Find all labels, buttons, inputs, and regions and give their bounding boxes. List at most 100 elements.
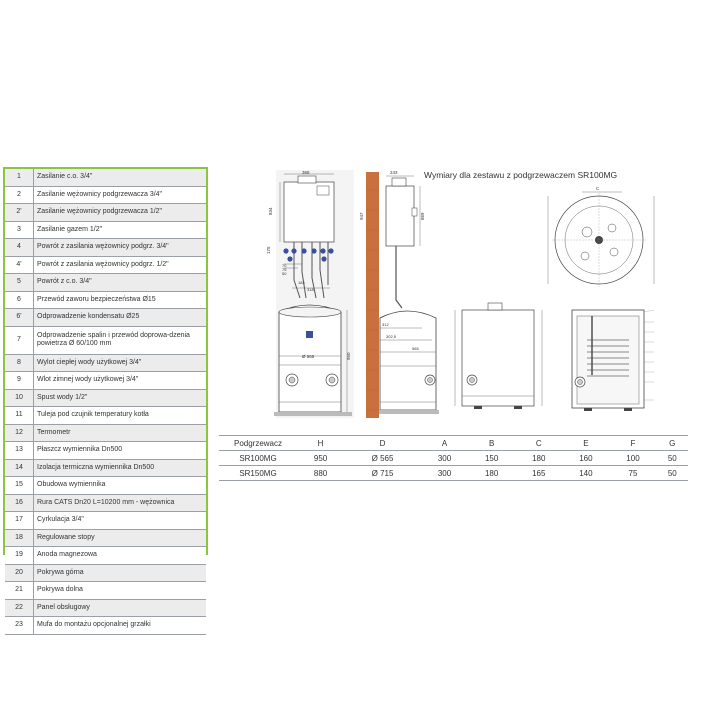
legend-text: Regulowane stopy <box>33 529 206 547</box>
front-height-label: 834 <box>268 207 273 215</box>
dimensions-cell: 180 <box>468 465 516 481</box>
front-diameter-label: Ø 565 <box>302 354 315 359</box>
side-dim-3: 565 <box>412 346 419 351</box>
dimensions-header-cell: F <box>609 435 657 451</box>
legend-row: 4'Powrót z zasilania wężownicy podgrz. 1… <box>5 256 206 274</box>
legend-text: Odprowadzenie spalin i przewód doprowa-d… <box>33 326 206 355</box>
legend-number: 19 <box>5 546 34 565</box>
legend-text: Płaszcz wymiennika Dn500 <box>33 441 206 460</box>
legend-number: 4' <box>5 256 34 274</box>
dimensions-header-cell: H <box>297 435 345 451</box>
front-dim-4: 318 <box>307 287 314 292</box>
legend-text: Odprowadzenie kondensatu Ø25 <box>33 308 206 327</box>
dimensions-header-cell: B <box>468 435 516 451</box>
legend-text: Zasilanie wężownicy podgrzewacza 3/4" <box>33 186 206 204</box>
dimensions-cell: 100 <box>609 450 657 466</box>
dimensions-cell: 50 <box>656 465 688 481</box>
legend-number: 1 <box>5 169 34 187</box>
legend-text: Powrót z c.o. 3/4" <box>33 273 206 292</box>
dimensions-cell: 950 <box>297 450 345 466</box>
dimensions-header-cell: G <box>656 435 688 451</box>
dimensions-cell: 50 <box>656 450 688 466</box>
front-top-width-label: 368 <box>302 170 310 175</box>
dimensions-cell: 140 <box>562 465 610 481</box>
dimensions-cell: 150 <box>468 450 516 466</box>
legend-number: 8 <box>5 354 34 372</box>
legend-number: 22 <box>5 599 34 617</box>
dimensions-header-cell: E <box>562 435 610 451</box>
legend-number: 21 <box>5 581 34 600</box>
legend-text: Powrót z zasilania wężownicy podgrz. 3/4… <box>33 238 206 257</box>
legend-number: 6' <box>5 308 34 327</box>
legend-number: 12 <box>5 424 34 442</box>
front-total-label: 950 <box>346 352 351 360</box>
dimensions-cell: 880 <box>297 465 345 481</box>
legend-number: 7 <box>5 326 34 355</box>
legend-text: Termometr <box>33 424 206 442</box>
dimensions-cell: 300 <box>420 450 469 466</box>
dimensions-cell: 300 <box>420 465 469 481</box>
dimensions-cell: 160 <box>562 450 610 466</box>
legend-text: Mufa do montażu opcjonalnej grzałki <box>33 616 206 635</box>
cylinder-outline-view <box>454 302 543 409</box>
drawing-title: Wymiary dla zestawu z podgrzewaczem SR10… <box>424 170 618 180</box>
dimensions-cell: SR100MG <box>219 450 297 466</box>
brick-wall <box>366 172 379 418</box>
legend-number: 16 <box>5 494 34 512</box>
legend-text: Rura CATS Dn20 L=10200 mm - wężownica <box>33 494 206 512</box>
side-boiler-height-label: 947 <box>359 212 364 220</box>
legend-text: Pokrywa górna <box>33 564 206 582</box>
legend-number: 2' <box>5 203 34 222</box>
side-dim-2: 302,5 <box>386 334 397 339</box>
legend-number: 10 <box>5 389 34 407</box>
legend-number: 15 <box>5 476 34 495</box>
dimensions-cell: Ø 715 <box>344 465 421 481</box>
legend-number: 6 <box>5 291 34 309</box>
side-view: 243 947 869 312 302,5 565 <box>359 170 439 418</box>
dimensions-header-cell: A <box>420 435 469 451</box>
side-dim-1: 312 <box>382 322 389 327</box>
legend-number: 9 <box>5 371 34 390</box>
legend-number: 13 <box>5 441 34 460</box>
legend-number: 14 <box>5 459 34 477</box>
top-view: C <box>547 186 655 287</box>
legend-text: Przewód zaworu bezpieczeństwa Ø15 <box>33 291 206 309</box>
legend-text: Cyrkulacja 3/4" <box>33 511 206 530</box>
front-dim-1: 70 <box>282 263 287 268</box>
cross-section-view <box>571 309 655 411</box>
legend-text: Obudowa wymiennika <box>33 476 206 495</box>
front-view: 368 834 175 70 75 50 318 184 950 Ø 565 <box>266 170 354 418</box>
technical-drawings: 368 834 175 70 75 50 318 184 950 Ø 565 <box>266 170 655 418</box>
side-boiler-height2-label: 869 <box>420 212 425 220</box>
legend-text: Panel obsługowy <box>33 599 206 617</box>
legend-number: 3 <box>5 221 34 239</box>
legend-text: Zasilanie gazem 1/2" <box>33 221 206 239</box>
legend-number: 2 <box>5 186 34 204</box>
legend-text: Spust wody 1/2" <box>33 389 206 407</box>
legend-number: 23 <box>5 616 34 635</box>
front-gap-label: 175 <box>266 246 271 254</box>
legend-text: Tuleja pod czujnik temperatury kotła <box>33 406 206 425</box>
